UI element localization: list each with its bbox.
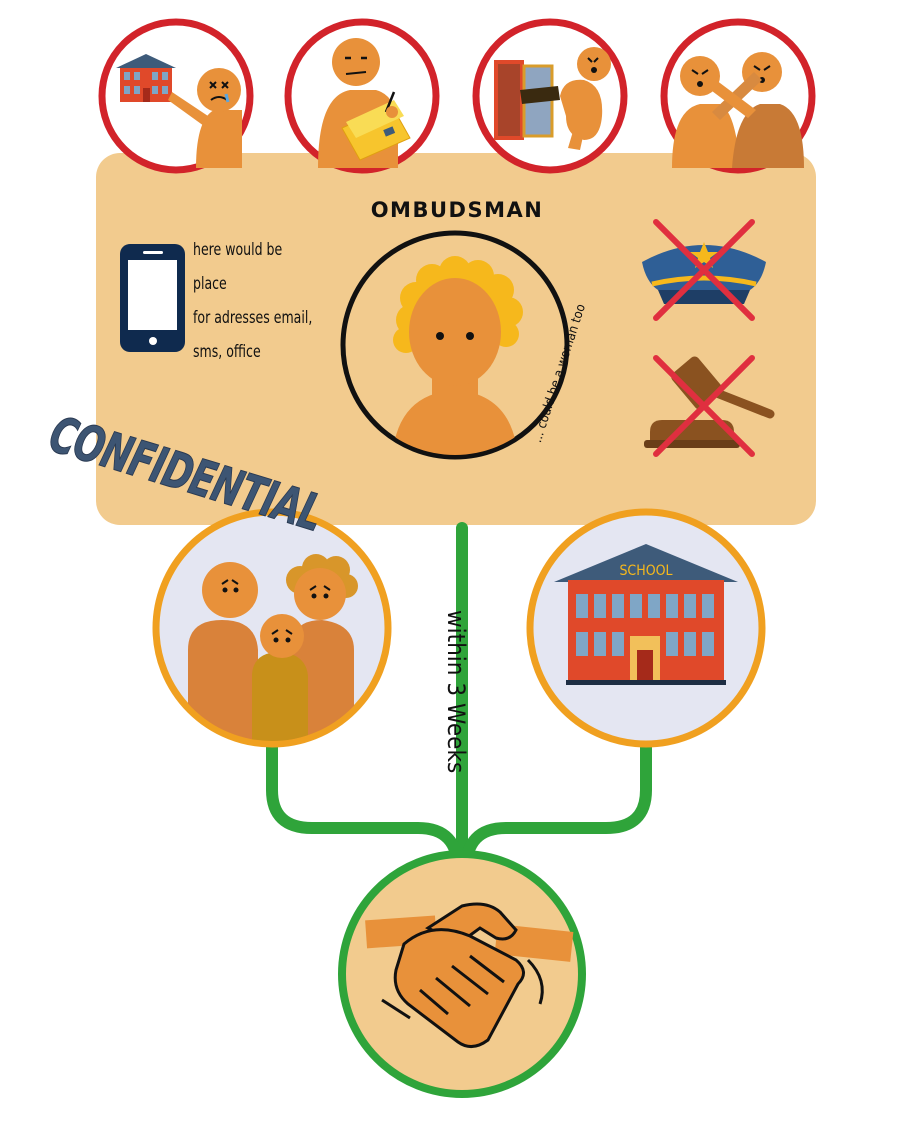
no-police-icon: [642, 219, 766, 321]
phone-icon: [120, 244, 185, 352]
fight-icon: [660, 18, 816, 174]
school-sign-text: SCHOOL: [619, 563, 672, 579]
contact-info: here would be place for adresses email, …: [193, 233, 312, 369]
contact-line: for adresses email,: [193, 308, 313, 328]
contact-line: sms, office: [193, 342, 261, 362]
timeframe-label: within 3 Weeks: [442, 610, 470, 774]
contact-line: place: [193, 274, 227, 294]
contact-line: here would be: [193, 240, 283, 260]
family-icon: [152, 508, 392, 748]
connection-paths: [266, 522, 652, 876]
handshake-icon: [338, 850, 586, 1098]
ombudsman-title: OMBUDSMAN: [370, 198, 544, 222]
ombudsman-portrait: [340, 230, 570, 460]
no-court-gavel-icon: [644, 355, 775, 457]
writing-report-icon: [284, 18, 440, 174]
school-complaint-icon: [98, 18, 254, 174]
door-kick-icon: [472, 18, 628, 174]
school-building-icon: SCHOOL: [526, 508, 766, 748]
